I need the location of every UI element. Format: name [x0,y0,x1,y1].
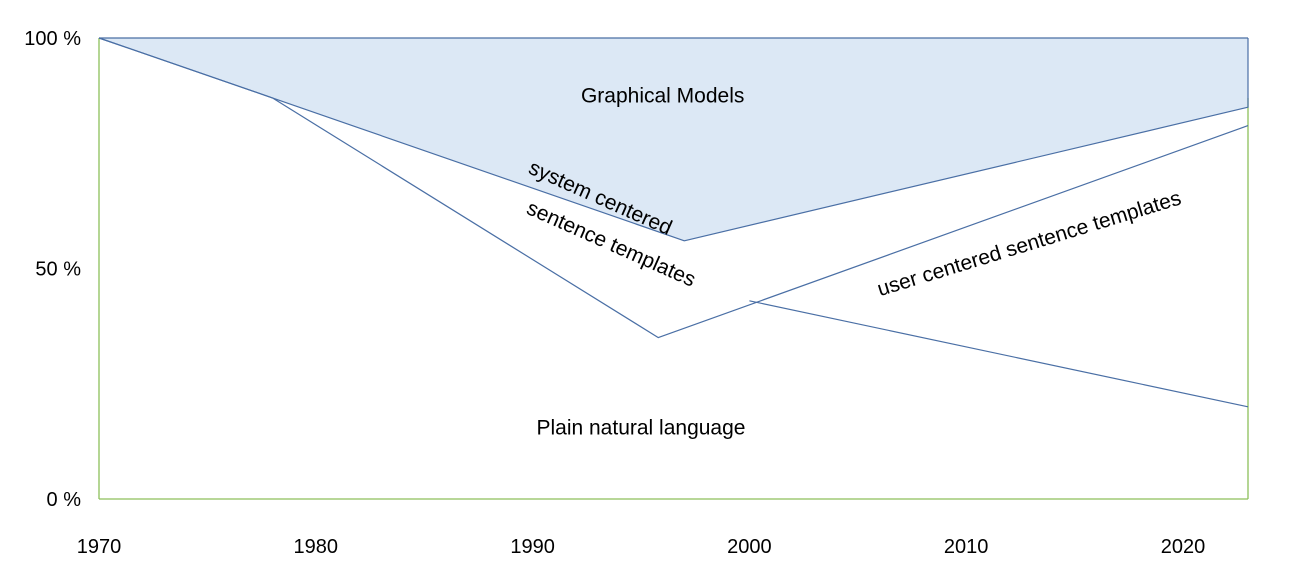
plain-natural-language-label: Plain natural language [536,416,745,439]
x-tick-label: 1990 [510,536,555,558]
system-template-lower-boundary [98,37,1249,339]
y-tick-label: 0 % [47,489,82,511]
x-tick-label: 2000 [727,536,772,558]
area-regions [99,38,1248,241]
x-tick-label: 2010 [944,536,989,558]
y-tick-label: 100 % [24,28,81,50]
x-tick-label: 1980 [294,536,339,558]
region-graphical-models [99,38,1248,241]
axes [98,38,1249,500]
y-tick-label: 50 % [35,259,81,281]
boundary-lines [98,37,1249,408]
x-tick-label: 1970 [77,536,122,558]
x-tick-label: 2020 [1161,536,1206,558]
graphical-models-label: Graphical Models [581,85,744,108]
user-template-lower-boundary [749,300,1249,408]
tick-labels: 1970 1980 1990 2000 2010 2020 0 % 50 % 100 % [24,28,1205,558]
